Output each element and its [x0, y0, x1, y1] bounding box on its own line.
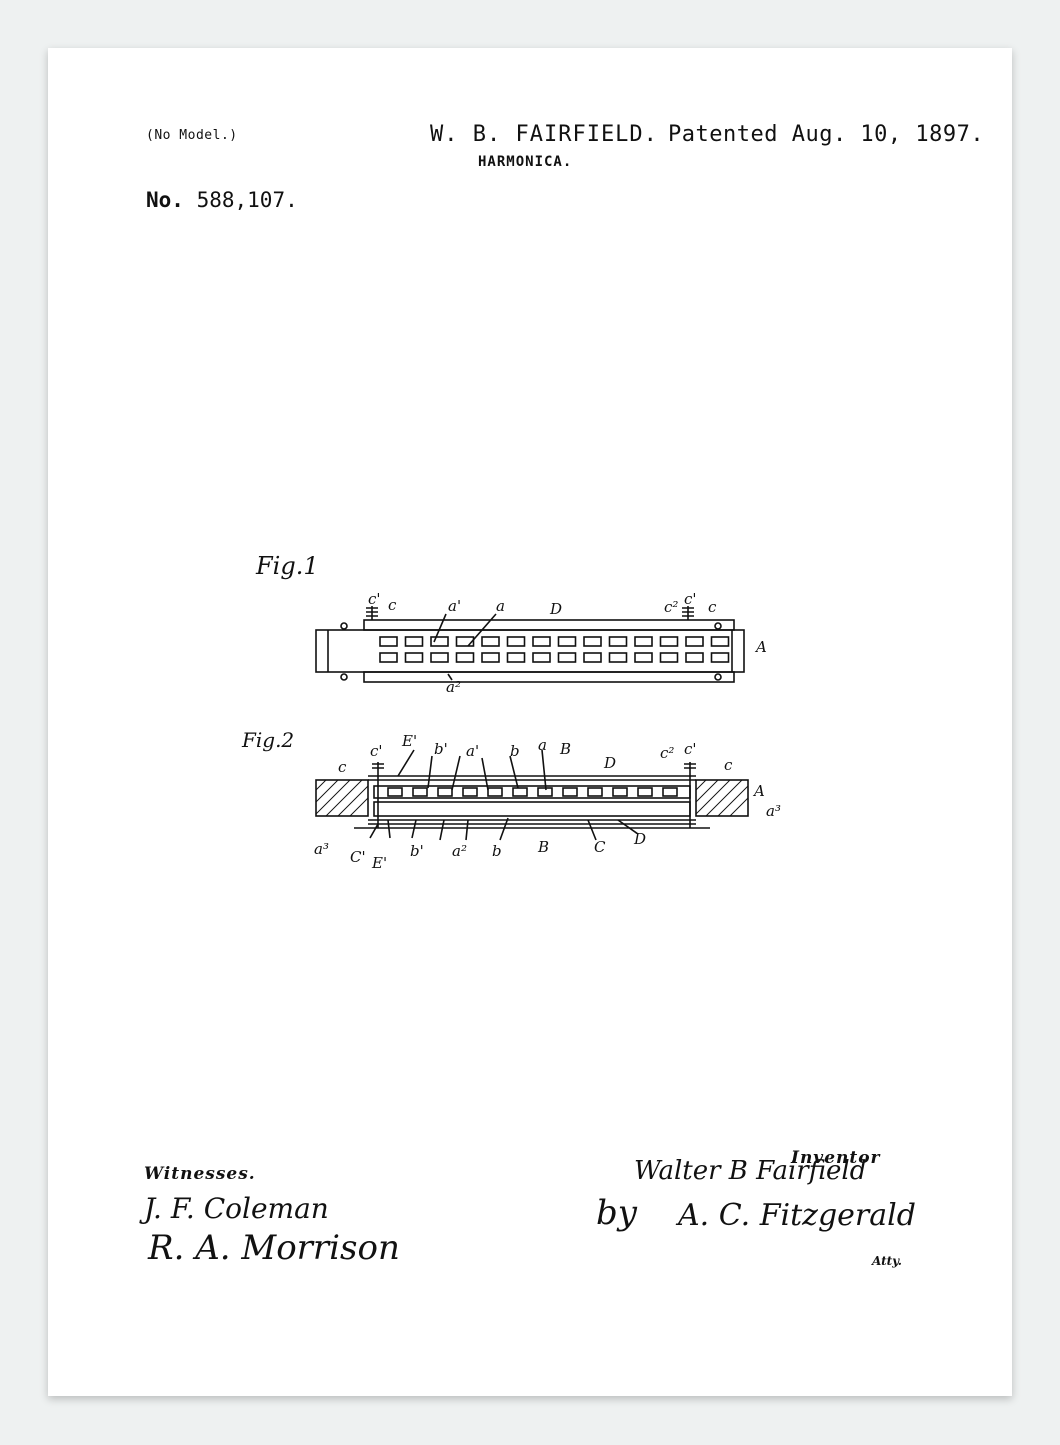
fig1-ref: c² — [664, 598, 678, 616]
fig1-ref: c — [388, 596, 397, 614]
reed-slot — [412, 787, 428, 797]
witnesses-label: Witnesses. — [144, 1164, 256, 1184]
harmonica-hole — [430, 652, 449, 663]
harmonica-drawings: c' c a' a D c² c' c A a² — [314, 590, 781, 872]
fig2-ref: a — [538, 736, 547, 754]
harmonica-hole — [685, 652, 704, 663]
fig2-ref: b' — [434, 740, 448, 758]
harmonica-hole — [404, 636, 424, 647]
inventor-label: Inventor — [791, 1148, 881, 1168]
harmonica-hole — [532, 652, 551, 663]
fig2-ref: c² — [660, 744, 674, 762]
fig2-ref: B — [559, 740, 571, 758]
fig1-ref: c — [708, 598, 717, 616]
figure-1-refs: c' c a' a D c² c' c A a² — [368, 590, 767, 696]
harmonica-hole — [430, 636, 449, 647]
witness-1-signature: J. F. Coleman — [144, 1192, 329, 1225]
fig1-ref: A — [754, 638, 767, 656]
inventor-name-header: W. B. FAIRFIELD. — [430, 122, 658, 147]
atty-label: Atty. — [872, 1254, 902, 1268]
fig1-ref: a² — [446, 678, 461, 696]
harmonica-hole — [634, 652, 653, 663]
harmonica-hole — [481, 636, 500, 647]
fig1-ref: c' — [368, 590, 381, 608]
patent-title: HARMONICA. — [478, 154, 573, 170]
fig2-ref: b — [510, 742, 520, 760]
harmonica-hole — [557, 652, 577, 663]
patent-number-value: 588,107. — [196, 188, 298, 212]
patent-sheet: (No Model.) W. B. FAIRFIELD. Patented Au… — [48, 48, 1012, 1396]
fig1-ref: D — [549, 600, 562, 618]
attorney-signature: A. C. Fitzgerald — [678, 1198, 916, 1233]
fig1-ref: c' — [684, 590, 697, 608]
figure-2-drawing — [315, 749, 749, 841]
witness-2-signature: R. A. Morrison — [148, 1228, 400, 1268]
figure-1-drawing — [315, 606, 745, 683]
fig2-ref: c — [338, 758, 347, 776]
harmonica-hole — [455, 652, 475, 663]
harmonica-hole — [455, 636, 475, 647]
figure-1-label: Fig.1 — [256, 552, 319, 580]
reed-slot — [562, 787, 578, 797]
figure-2-refs: c' E' b' a' b a B D c² c' c c A a³ a³ C'… — [314, 732, 781, 872]
harmonica-hole — [379, 636, 398, 647]
fig2-ref: a² — [452, 842, 467, 860]
reed-slot — [387, 787, 403, 797]
figure-2-label: Fig.2 — [242, 728, 295, 752]
harmonica-hole — [710, 652, 730, 663]
harmonica-hole — [659, 636, 679, 647]
fig2-ref: D — [603, 754, 616, 772]
fig1-ref: a — [496, 597, 505, 615]
fig2-ref: b' — [410, 842, 424, 860]
harmonica-hole — [481, 652, 500, 663]
reed-slot — [462, 787, 478, 797]
reed-slot — [537, 787, 553, 797]
reed-slot — [487, 787, 503, 797]
fig2-ref: b — [492, 842, 502, 860]
fig2-ref: a³ — [314, 840, 329, 858]
patent-number-prefix: No. — [146, 188, 184, 212]
harmonica-hole — [557, 636, 577, 647]
reed-slot — [662, 787, 678, 797]
reed-slot — [612, 787, 628, 797]
harmonica-hole — [404, 652, 424, 663]
harmonica-hole — [583, 636, 602, 647]
harmonica-hole — [634, 636, 653, 647]
harmonica-hole — [685, 636, 704, 647]
reed-slot — [637, 787, 653, 797]
harmonica-hole — [379, 652, 398, 663]
patent-number: No. 588,107. — [146, 188, 298, 212]
fig2-ref: E' — [371, 854, 387, 872]
harmonica-hole — [608, 652, 628, 663]
fig2-ref: C' — [350, 848, 366, 866]
fig2-ref: a³ — [766, 802, 781, 820]
harmonica-hole — [659, 652, 679, 663]
fig2-ref: c' — [370, 742, 383, 760]
reed-slot — [437, 787, 453, 797]
fig2-ref: D — [633, 830, 646, 848]
reed-slot — [512, 787, 528, 797]
fig2-ref: A — [752, 782, 765, 800]
fig2-ref: C — [594, 838, 606, 856]
fig1-ref: a' — [448, 597, 461, 615]
fig2-reeds — [387, 787, 678, 797]
fig2-ref: B — [537, 838, 549, 856]
by-label: by — [596, 1193, 637, 1233]
fig2-ref: c — [724, 756, 733, 774]
inventor-signature: Walter B Fairfield — [634, 1156, 867, 1186]
fig2-ref: a' — [466, 742, 479, 760]
fig2-ref: c' — [684, 740, 697, 758]
reed-slot — [587, 787, 603, 797]
fig2-ref: E' — [401, 732, 417, 750]
harmonica-hole — [608, 636, 628, 647]
fig1-holes — [379, 636, 730, 663]
harmonica-hole — [710, 636, 730, 647]
patent-date: Patented Aug. 10, 1897. — [668, 122, 985, 147]
harmonica-hole — [583, 652, 602, 663]
harmonica-hole — [506, 636, 526, 647]
no-model-note: (No Model.) — [146, 128, 238, 143]
harmonica-hole — [532, 636, 551, 647]
harmonica-hole — [506, 652, 526, 663]
